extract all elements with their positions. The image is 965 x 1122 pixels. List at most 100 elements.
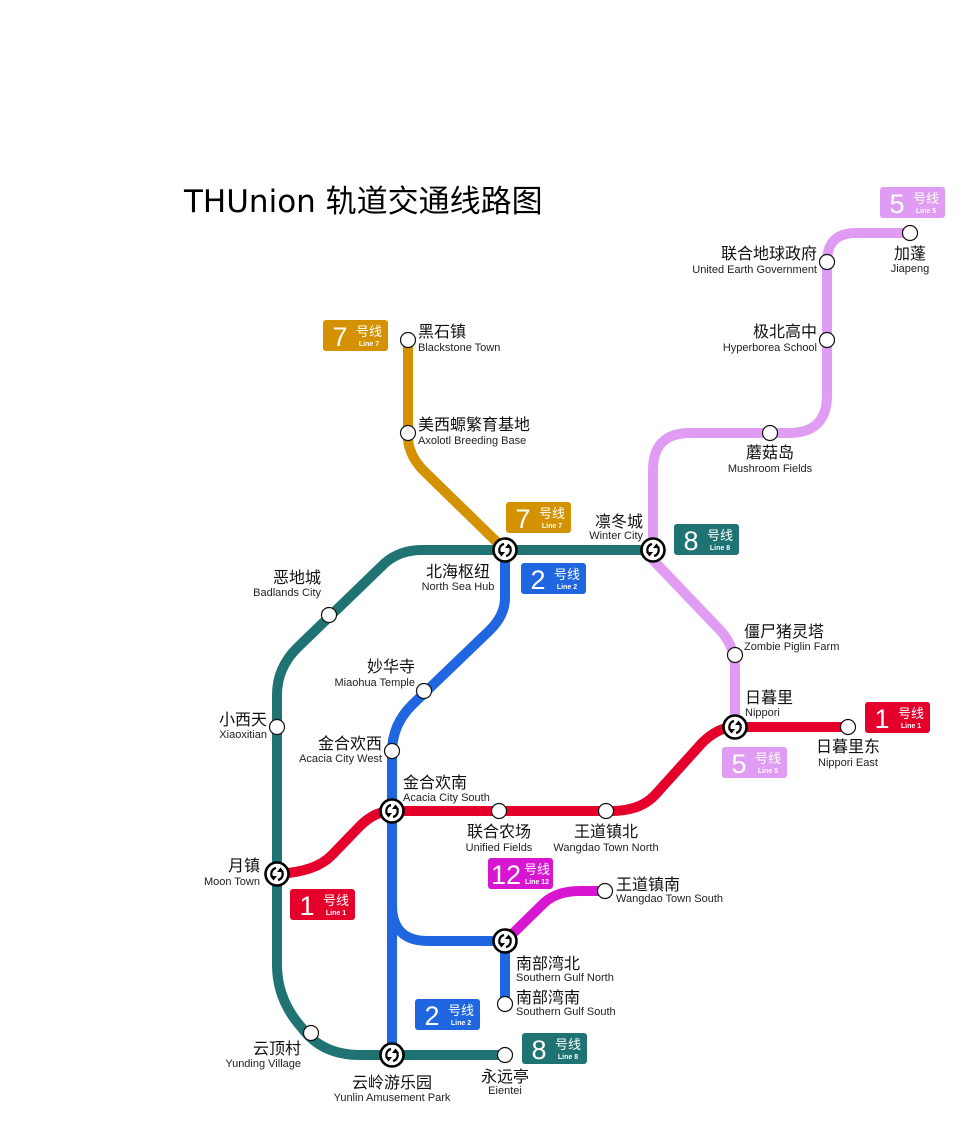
interchange-icon[interactable] (640, 537, 666, 563)
map-title: THUnion 轨道交通线路图 (183, 184, 543, 220)
line-2-branch-route (387, 904, 510, 1004)
badge-label-cn: 号线 (898, 707, 924, 722)
badge-label-en: Line 7 (542, 523, 562, 530)
station-name-cn: 王道镇北 (574, 822, 638, 841)
badge-line-number: 7 (515, 504, 530, 534)
station-name-cn: 联合农场 (467, 822, 531, 841)
badge-background (290, 889, 355, 920)
interchange-icon[interactable] (379, 798, 405, 824)
badge-background (415, 999, 480, 1030)
station-dot-icon[interactable] (901, 224, 919, 242)
station-dot-icon[interactable] (596, 882, 614, 900)
line-8-route (272, 545, 653, 1060)
station-name-en: Jiapeng (891, 263, 930, 275)
station-dot-icon[interactable] (839, 718, 857, 736)
station-name-en: Blackstone Town (418, 342, 500, 354)
station-dot-icon[interactable] (818, 253, 836, 271)
interchange-icon[interactable] (492, 928, 518, 954)
badge-line-number: 1 (299, 891, 314, 921)
station-dot-icon[interactable] (415, 682, 433, 700)
station-dot-icon[interactable] (490, 802, 508, 820)
station-name-cn: 黑石镇 (418, 322, 466, 341)
station-name-cn: 云顶村 (253, 1039, 301, 1058)
station-name-cn: 金合欢南 (403, 773, 467, 792)
station-name-cn: 北海枢纽 (426, 562, 490, 581)
station-dot-icon[interactable] (818, 331, 836, 349)
interchange-icon[interactable] (722, 714, 748, 740)
station-name-cn: 蘑菇岛 (746, 443, 794, 462)
station-name-en: Nippori (745, 707, 780, 719)
station-name-en: Acacia City West (299, 753, 382, 765)
interchange-icon[interactable] (492, 537, 518, 563)
station-name-cn: 月镇 (228, 856, 260, 875)
station-name-en: Hyperborea School (723, 342, 817, 354)
station-name-en: Southern Gulf South (516, 1006, 616, 1018)
badge-line-number: 7 (332, 322, 347, 352)
interchange-icon[interactable] (379, 1042, 405, 1068)
station-dot-icon[interactable] (496, 995, 514, 1013)
station-name-en: Southern Gulf North (516, 972, 614, 984)
station-dot-icon[interactable] (726, 646, 744, 664)
badge-background (865, 702, 930, 733)
badge-label-cn: 号线 (755, 752, 781, 767)
station-dot-icon[interactable] (320, 606, 338, 624)
station-name-en: Xiaoxitian (219, 729, 267, 741)
station-dot-icon[interactable] (399, 331, 417, 349)
badge-label-en: Line 12 (525, 879, 549, 886)
badge-background (674, 524, 739, 555)
station-dot-icon[interactable] (302, 1024, 320, 1042)
station-name-en: United Earth Government (692, 264, 817, 276)
station-name-en: Wangdao Town South (616, 893, 723, 905)
station-dot-icon[interactable] (496, 1046, 514, 1064)
station-dot-icon[interactable] (399, 424, 417, 442)
station-name-cn: 小西天 (219, 710, 267, 729)
station-dot-icon[interactable] (761, 424, 779, 442)
line-5-route (648, 228, 910, 727)
station-dot-icon[interactable] (383, 742, 401, 760)
station-dot-icon[interactable] (597, 802, 615, 820)
line-12-route (501, 886, 605, 945)
interchange-icon[interactable] (264, 861, 290, 887)
station-name-en: Yunlin Amusement Park (334, 1092, 451, 1104)
station-dot-icon[interactable] (268, 718, 286, 736)
badge-label-cn: 号线 (448, 1004, 474, 1019)
